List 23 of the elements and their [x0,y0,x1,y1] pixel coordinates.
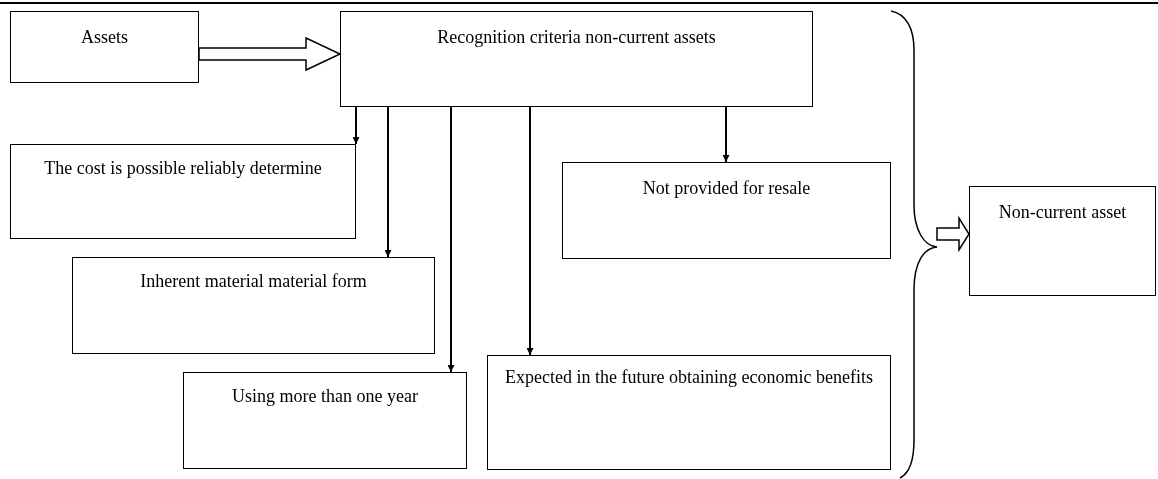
box-label: Non-current asset [997,201,1128,224]
hollow-arrow [936,215,970,253]
box-label: The cost is possible reliably determine [43,157,323,180]
box-label: Assets [80,26,129,49]
process-box [183,372,467,469]
process-box [969,186,1156,296]
hollow-arrow [198,36,342,72]
process-box [340,11,813,107]
box-label: Using more than one year [231,385,419,408]
box-label: Recognition criteria non-current assets [436,26,717,49]
arrow [352,106,360,145]
process-box [72,257,435,354]
box-label: Expected in the future obtaining economic benefits [504,366,874,389]
process-box [10,144,356,239]
box-label: Not provided for resale [641,177,812,200]
arrow [526,106,534,356]
process-box [10,11,199,83]
process-box [562,162,891,259]
arrow [447,106,455,373]
arrow [384,106,392,258]
box-label: Inherent material material form [139,270,368,293]
arrow [722,106,730,163]
process-box [487,355,891,470]
